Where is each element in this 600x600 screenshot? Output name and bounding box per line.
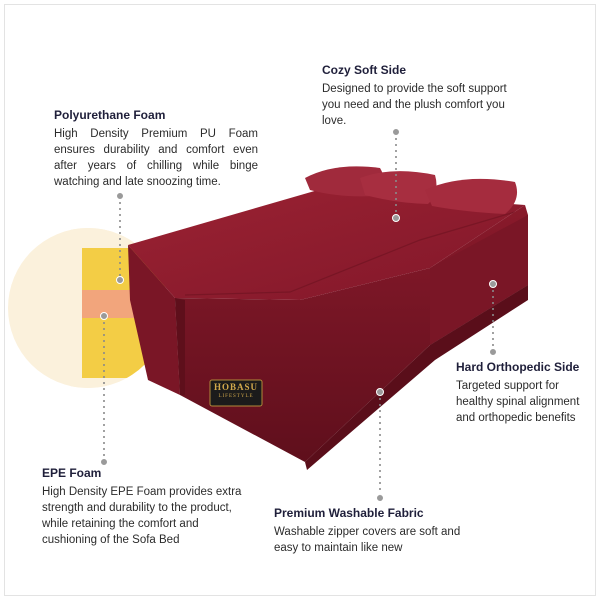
pointer-dot	[100, 458, 108, 466]
callout-body: High Density Premium PU Foam ensures dur…	[54, 128, 258, 188]
pointer-dot	[392, 214, 400, 222]
pointer-dot	[489, 280, 497, 288]
mattress-end-face	[430, 215, 528, 345]
mattress-fold-block	[128, 245, 180, 395]
pointer-dot	[116, 192, 124, 200]
callout-epe-foam: EPE Foam High Density EPE Foam provides …	[42, 466, 248, 548]
callout-title: Cozy Soft Side	[322, 63, 407, 77]
callout-body: Designed to provide the soft support you…	[322, 83, 507, 127]
callout-premium-washable-fabric: Premium Washable Fabric Washable zipper …	[274, 506, 464, 556]
pointer-dot	[392, 128, 400, 136]
callout-body: High Density EPE Foam provides extra str…	[42, 486, 242, 546]
pointer-dot	[489, 348, 497, 356]
callout-title: Polyurethane Foam	[54, 108, 166, 122]
callout-hard-orthopedic-side: Hard Orthopedic Side Targeted support fo…	[456, 360, 586, 426]
callout-title: Hard Orthopedic Side	[456, 360, 580, 374]
pointer-dot	[100, 312, 108, 320]
callout-title: EPE Foam	[42, 466, 102, 480]
callout-cozy-soft-side: Cozy Soft Side Designed to provide the s…	[322, 63, 527, 129]
brand-label	[209, 379, 263, 407]
callout-body: Washable zipper covers are soft and easy…	[274, 526, 461, 554]
mattress-top-surface	[128, 190, 525, 300]
brand-subname: LIFESTYLE	[218, 394, 254, 399]
pointer-dot	[376, 494, 384, 502]
brand-label-text: HOBASU LIFESTYLE	[210, 382, 262, 401]
pillows	[305, 166, 518, 214]
callout-title: Premium Washable Fabric	[274, 506, 424, 520]
mattress-front-side	[175, 268, 430, 462]
brand-name: HOBASU	[213, 382, 258, 392]
pointer-dot	[116, 276, 124, 284]
callout-polyurethane-foam: Polyurethane Foam High Density Premium P…	[54, 108, 258, 190]
callout-body: Targeted support for healthy spinal alig…	[456, 380, 580, 424]
pointer-dot	[376, 388, 384, 396]
